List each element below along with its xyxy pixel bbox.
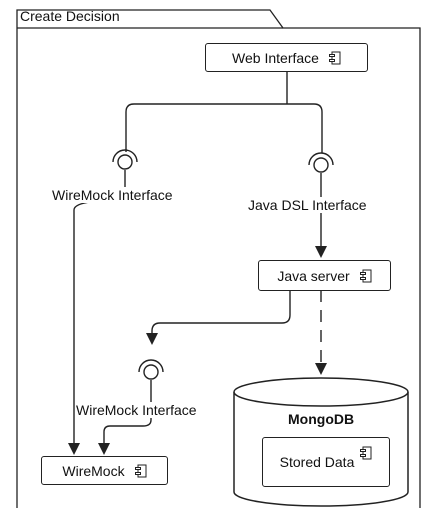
wiremock-interface-top-circle (117, 154, 133, 170)
mongodb-cylinder-top (233, 377, 409, 407)
frame-border (16, 9, 421, 508)
javadsl-interface-label: Java DSL Interface (248, 197, 367, 213)
wiremock-interface-bottom-circle (143, 364, 159, 380)
arrowhead-wiremock-right (98, 443, 110, 455)
connector-web-to-wiremock-interface (125, 103, 287, 152)
connector-javaserver-to-wiremock-interface (151, 290, 291, 338)
stored-data-label: Stored Data (279, 454, 355, 470)
connector-wiremock-interface-bottom-to-wiremock (103, 380, 152, 450)
javadsl-interface-circle (313, 157, 329, 173)
java-server-label: Java server (277, 267, 350, 284)
mongodb-title: MongoDB (288, 411, 355, 427)
wiremock-interface-top-label: WireMock Interface (52, 187, 173, 203)
arrowhead-wiremock-interface (146, 333, 158, 345)
web-interface-label: Web Interface (232, 49, 319, 66)
component-icon (360, 446, 372, 460)
component-icon (134, 464, 147, 477)
component-icon (328, 51, 341, 64)
java-server-component[interactable]: Java server (258, 260, 391, 291)
arrowhead-wiremock-left (68, 443, 80, 455)
arrowhead-mongodb (315, 363, 327, 375)
component-icon (359, 269, 372, 282)
wiremock-label: WireMock (62, 462, 125, 479)
javadsl-interface-socket (308, 152, 334, 166)
stored-data-component[interactable]: Stored Data (262, 437, 390, 487)
wiremock-component[interactable]: WireMock (41, 456, 168, 485)
arrowhead-javaserver (315, 246, 327, 258)
frame-title: Create Decision (20, 8, 120, 24)
wiremock-interface-bottom-label: WireMock Interface (76, 402, 197, 418)
wiremock-interface-top-socket (112, 149, 138, 163)
wiremock-interface-bottom-socket (138, 359, 164, 373)
web-interface-component[interactable]: Web Interface (205, 43, 368, 72)
connector-web-to-javadsl-interface (287, 103, 323, 153)
